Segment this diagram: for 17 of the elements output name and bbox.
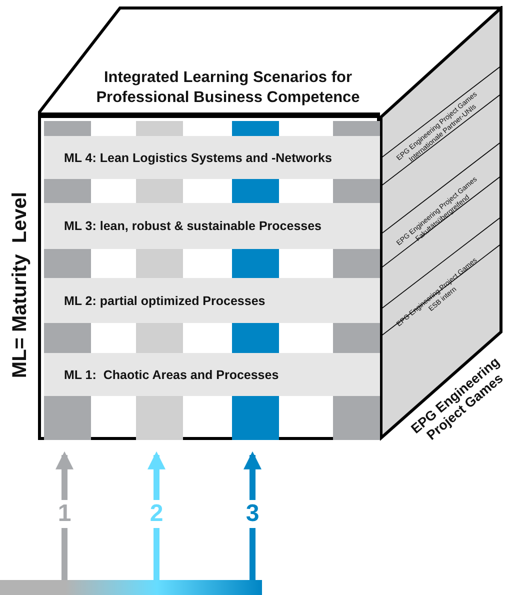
level-label: ML 2: partial optimized Processes — [64, 294, 266, 308]
color-square — [44, 396, 91, 440]
axis-label: ML= Maturity Level — [8, 190, 32, 380]
color-square — [136, 396, 183, 440]
cube-front-face — [38, 115, 380, 440]
level-band — [44, 353, 380, 396]
level-label: ML 4: Lean Logistics Systems and -Networks — [64, 150, 332, 164]
level-label: ML 1: Chaotic Areas and Processes — [64, 368, 279, 382]
level-label: ML 3: lean, robust & sustainable Processes — [64, 219, 322, 233]
level-band — [44, 203, 380, 249]
level-band — [44, 136, 380, 179]
cube-top-face — [38, 6, 380, 115]
color-square — [333, 396, 380, 440]
cube-title: Integrated Learning Scenarios for Professional Business Competence — [95, 68, 361, 108]
gradient-bar — [0, 580, 262, 595]
level-band — [44, 278, 380, 323]
color-square — [232, 396, 279, 440]
